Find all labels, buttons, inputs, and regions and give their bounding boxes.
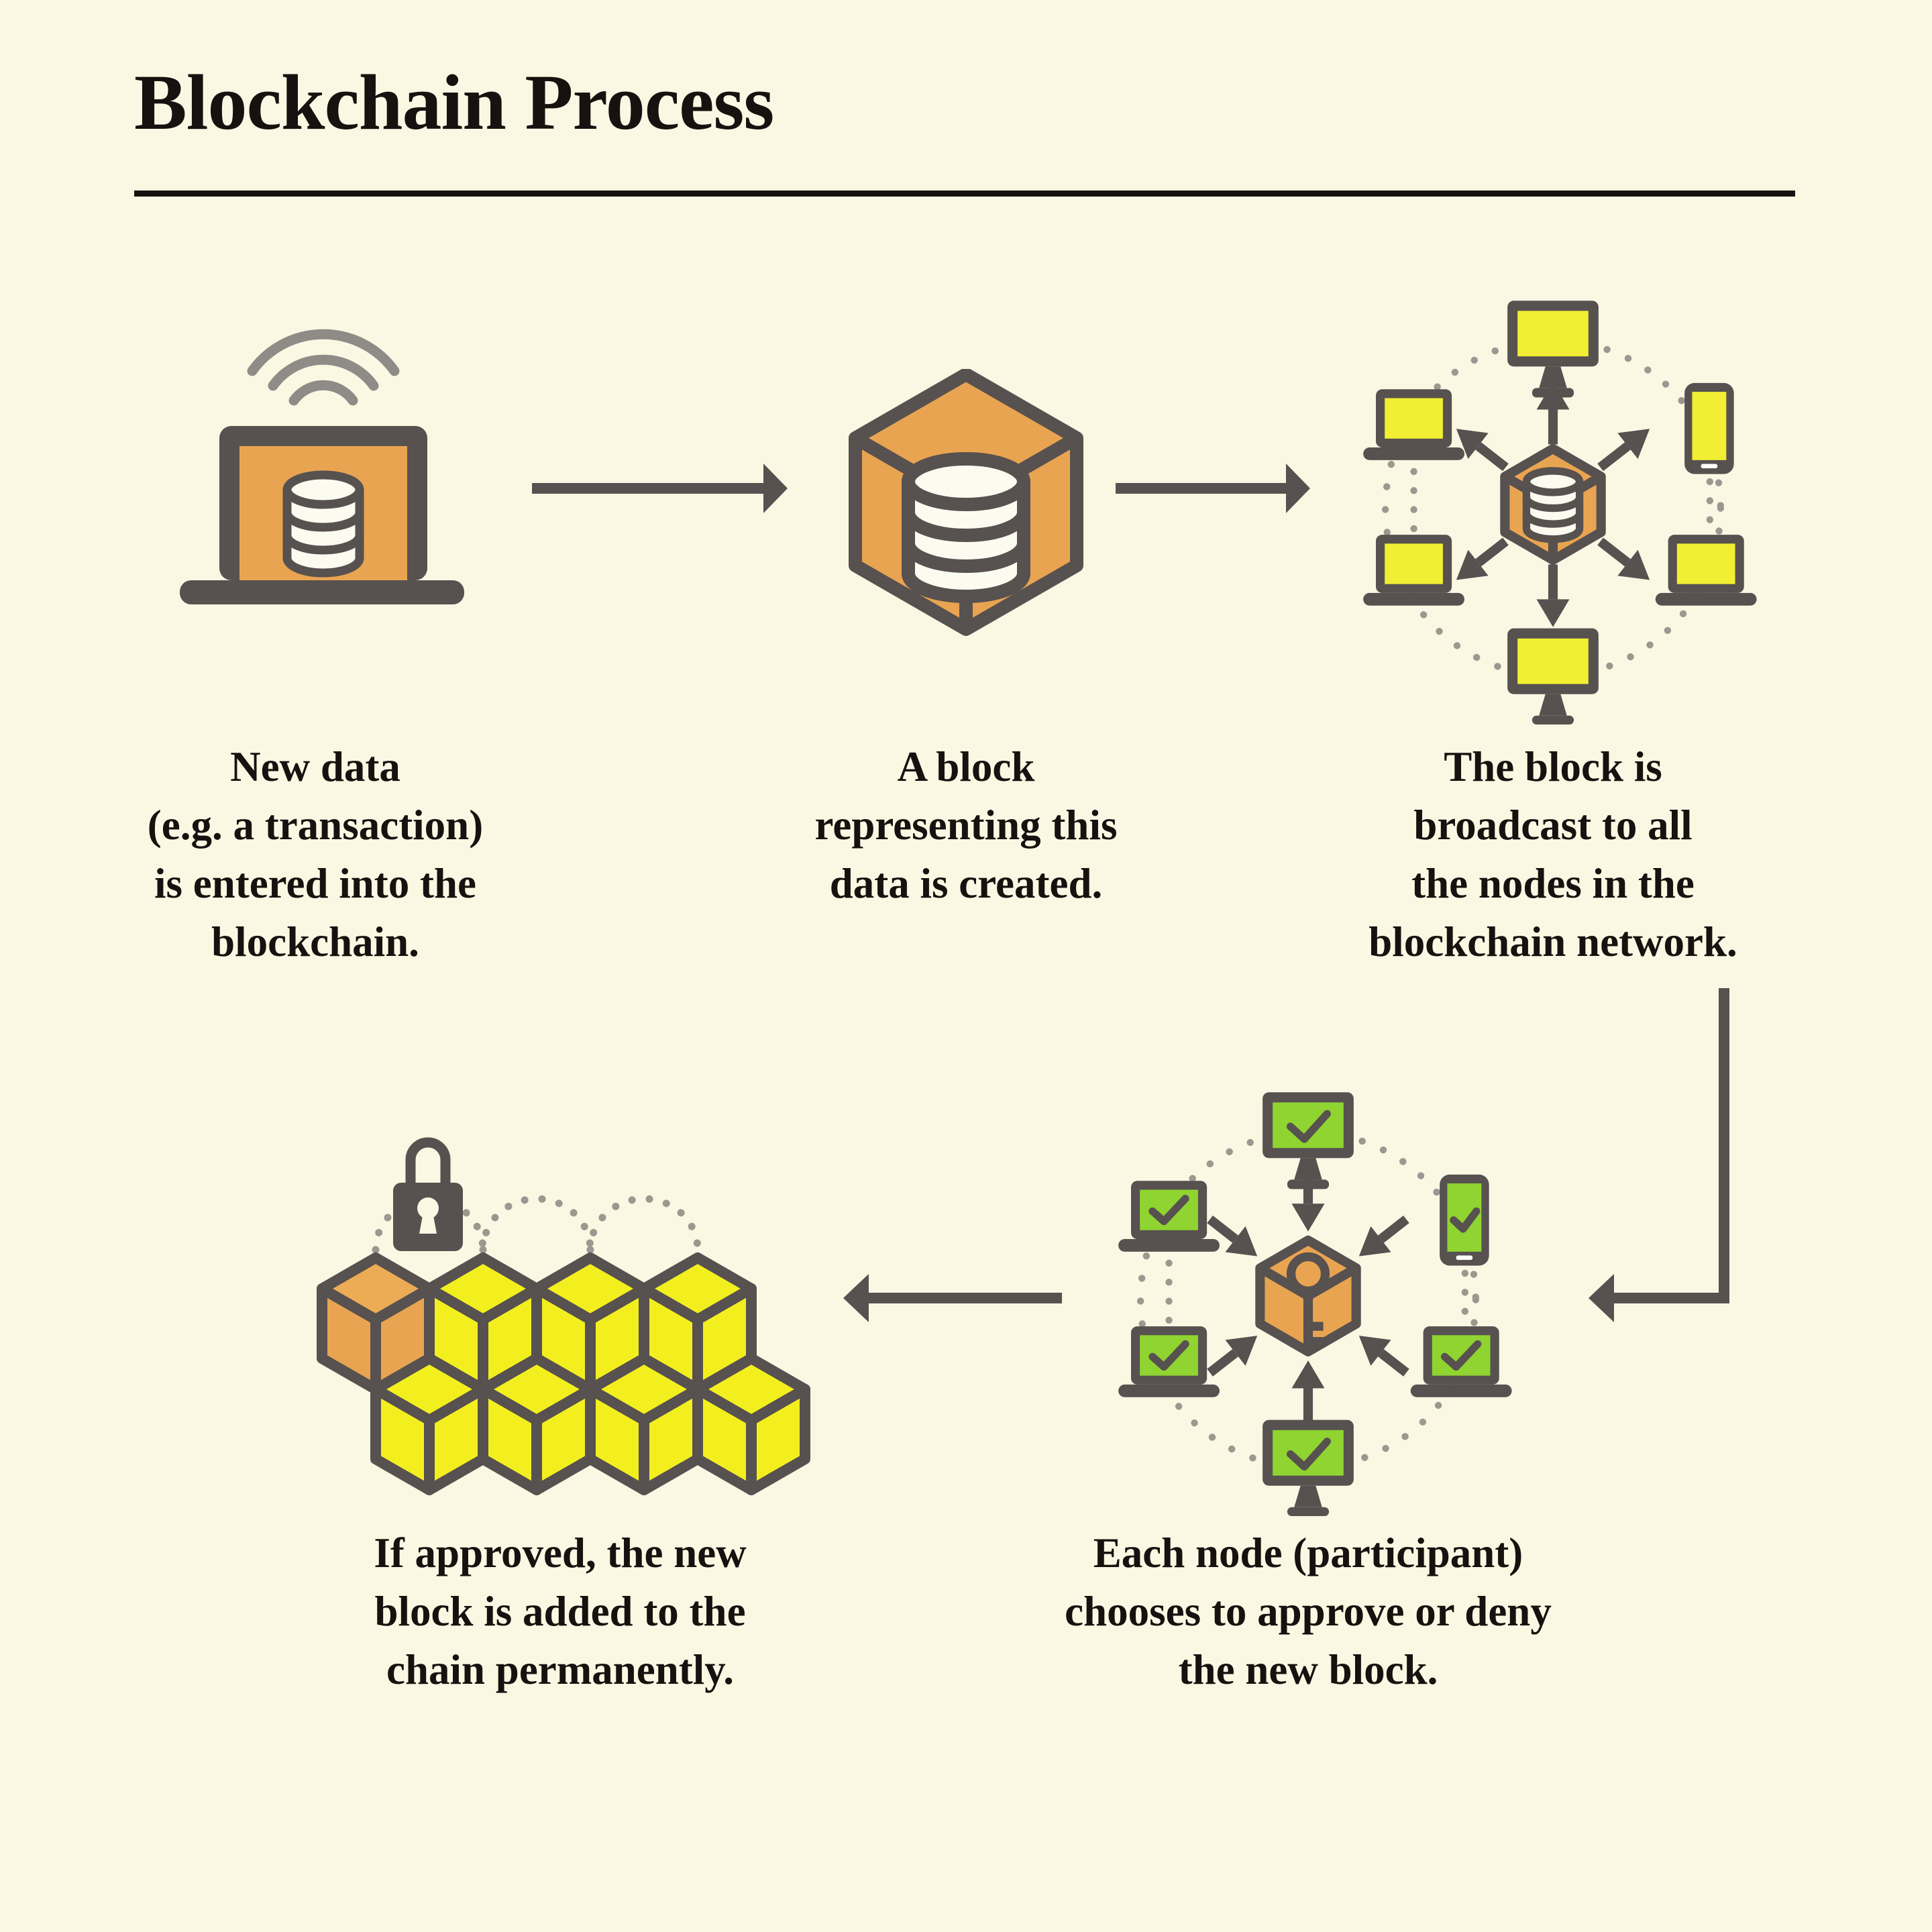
step-caption-5: If approved, the new block is added to t…	[374, 1529, 747, 1693]
approval-network-icon	[1087, 1073, 1529, 1519]
page-title: Blockchain Process	[134, 58, 774, 146]
block-cube-with-database-icon	[849, 368, 1083, 654]
step-caption-2: A block representing this data is create…	[814, 743, 1118, 907]
title-divider	[134, 191, 1795, 197]
smartphone-node-icon	[1684, 382, 1734, 474]
central-block-icon	[1500, 443, 1606, 565]
monitor-node-icon	[1507, 301, 1599, 398]
database-icon	[902, 452, 1030, 603]
laptop-node-approved-icon	[1410, 1326, 1512, 1397]
laptop-node-icon	[1655, 535, 1757, 606]
monitor-node-icon	[1507, 628, 1599, 724]
step-caption-3: The block is broadcast to all the nodes …	[1368, 743, 1737, 965]
arrow-step2-to-step3	[1107, 456, 1315, 524]
laptop-node-icon	[1363, 389, 1464, 460]
database-icon	[282, 470, 364, 578]
smartphone-node-approved-icon	[1440, 1174, 1489, 1266]
laptop-node-icon	[1363, 535, 1464, 606]
dotted-circle	[1136, 1128, 1480, 1471]
outward-arrows	[1456, 381, 1650, 627]
step-caption-4: Each node (participant) chooses to appro…	[1065, 1529, 1552, 1693]
wifi-icon	[247, 329, 400, 406]
dotted-circle	[1381, 337, 1725, 680]
arrow-step3-to-step4	[1563, 979, 1751, 1332]
monitor-node-approved-icon	[1263, 1419, 1354, 1516]
monitor-node-approved-icon	[1263, 1092, 1354, 1189]
laptop-node-approved-icon	[1118, 1326, 1220, 1397]
inward-arrows	[1207, 1171, 1409, 1421]
dotted-links	[372, 1195, 702, 1254]
arrow-step4-to-step5	[832, 1267, 1067, 1334]
broadcast-network-icon	[1332, 282, 1774, 728]
arrow-step1-to-step2	[523, 456, 792, 524]
laptop-node-approved-icon	[1118, 1181, 1220, 1252]
blockchain-with-padlock-icon	[315, 1117, 825, 1509]
step-caption-1: New data (e.g. a transaction) is entered…	[147, 743, 484, 965]
cube-chain	[317, 1252, 810, 1495]
laptop-with-database-and-wifi-icon	[154, 295, 476, 614]
key-icon	[1286, 1252, 1330, 1346]
padlock-icon	[393, 1137, 463, 1251]
central-block-key-icon	[1255, 1235, 1361, 1356]
